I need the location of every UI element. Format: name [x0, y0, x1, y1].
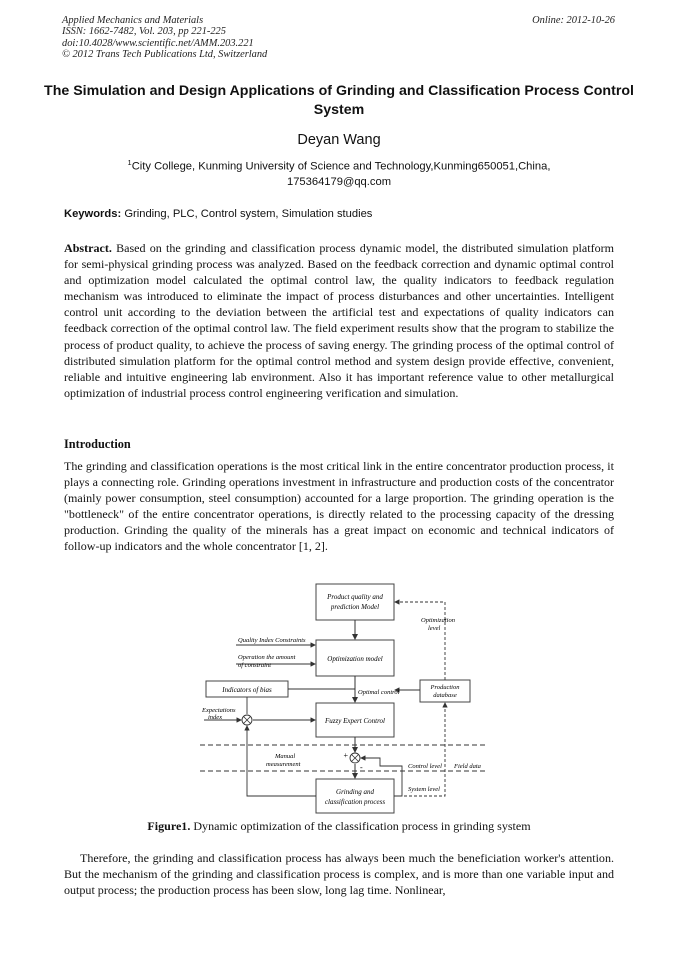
keywords: Keywords: Grinding, PLC, Control system,…	[64, 208, 624, 220]
feedback-grinding-to-junction	[244, 725, 316, 797]
keywords-label: Keywords:	[64, 208, 122, 220]
introduction-paragraph: The grinding and classification operatio…	[64, 459, 614, 554]
optimization-model-label: Optimization model	[327, 655, 382, 663]
journal-header: Applied Mechanics and Materials ISSN: 16…	[62, 15, 267, 61]
grinding-process-line1: Grinding and	[336, 788, 374, 796]
figure-diagram: Product quality and prediction Model Opt…	[200, 583, 488, 814]
indicators-bias-label: Indicators of bias	[221, 686, 272, 694]
paper-title: The Simulation and Design Applications o…	[44, 83, 634, 118]
control-level-label: Control level	[408, 763, 442, 770]
operation-label-line1: Operation the amount	[238, 654, 296, 661]
production-database-line1: Production	[429, 684, 459, 691]
product-quality-line1: Product quality and	[326, 593, 383, 601]
field-data-label: Field data	[453, 763, 481, 770]
sign-plus: +	[343, 751, 348, 760]
figure-label: Figure1.	[147, 819, 191, 833]
grinding-process-box	[315, 778, 395, 814]
affiliation-text: City College, Kunming University of Scie…	[131, 160, 551, 173]
journal-name: Applied Mechanics and Materials	[62, 15, 204, 26]
abstract-label: Abstract.	[64, 241, 112, 255]
keywords-text: Grinding, PLC, Control system, Simulatio…	[124, 208, 373, 220]
product-quality-line2: prediction Model	[330, 603, 379, 611]
section-heading-introduction: Introduction	[64, 437, 131, 451]
journal-doi: doi:10.4028/www.scientific.net/AMM.203.2…	[62, 37, 254, 49]
dashed-database-to-product	[394, 599, 446, 680]
product-quality-box	[315, 583, 395, 621]
optimization-level-line1: Optimization	[421, 617, 455, 624]
author-email: 175364179@qq.com	[286, 176, 392, 189]
abstract-text: Based on the grinding and classification…	[64, 241, 614, 400]
expectations-line1: Expectations	[201, 707, 236, 714]
affiliation: 1City College, Kunming University of Sci…	[40, 155, 638, 191]
journal-copyright: © 2012 Trans Tech Publications Ltd, Swit…	[62, 49, 268, 61]
online-date: Online: 2012-10-26	[532, 15, 615, 26]
figure-caption: Figure1. Dynamic optimization of the cla…	[0, 819, 678, 834]
production-database-line2: database	[433, 692, 457, 699]
grinding-process-line2: classification process	[325, 798, 385, 806]
sign-minus: -	[360, 763, 363, 772]
optimal-control-label: Optimal control	[358, 689, 400, 696]
fuzzy-expert-box	[315, 702, 395, 738]
optimization-level-line2: level	[428, 625, 440, 632]
abstract: Abstract. Based on the grinding and clas…	[64, 240, 614, 401]
quality-constraints-label: Quality Index Constraints	[238, 637, 306, 644]
fuzzy-expert-label: Fuzzy Expert Control	[324, 717, 385, 725]
manual-line2: measurement	[266, 761, 301, 768]
operation-label-line2: of constraint	[238, 662, 271, 669]
figure-caption-text: Dynamic optimization of the classificati…	[193, 819, 531, 833]
manual-line1: Manual	[274, 753, 295, 760]
affiliation-marker: 1	[127, 158, 132, 167]
system-level-label: System level	[408, 786, 440, 793]
expectations-line2: index	[208, 714, 222, 721]
body-paragraph: Therefore, the grinding and classificati…	[64, 851, 614, 898]
author-name: Deyan Wang	[297, 132, 381, 148]
journal-issn: ISSN: 1662-7482, Vol. 203, pp 221-225	[62, 26, 226, 38]
dashed-grinding-to-database	[394, 702, 448, 797]
